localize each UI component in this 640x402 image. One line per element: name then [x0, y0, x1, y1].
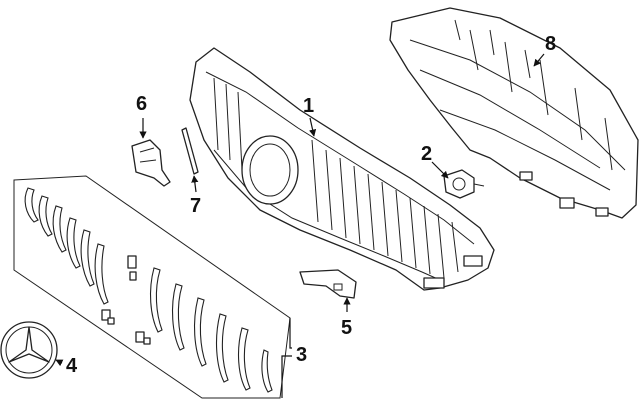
callout-4: 4 — [66, 355, 78, 377]
callout-5: 5 — [341, 317, 352, 339]
grille-bar-kit-part-3 — [13, 175, 291, 399]
callout-2: 2 — [421, 143, 432, 165]
sensor-part-2 — [443, 169, 485, 199]
molding-strip-part-7 — [181, 127, 199, 175]
leader-lines — [55, 53, 545, 398]
callout-1: 1 — [303, 95, 314, 117]
callout-7: 7 — [190, 195, 201, 217]
grille-assembly-part-1 — [189, 47, 495, 291]
clip-part-5 — [299, 269, 357, 299]
callout-6: 6 — [136, 93, 147, 115]
mercedes-star-emblem-icon — [0, 321, 58, 379]
bumper-reinforcement-part-8 — [389, 7, 639, 219]
callout-3: 3 — [296, 344, 307, 366]
bracket-part-6 — [131, 139, 171, 187]
callout-labels: 1 2 3 4 5 6 7 8 — [66, 33, 556, 377]
callout-8: 8 — [545, 33, 556, 55]
